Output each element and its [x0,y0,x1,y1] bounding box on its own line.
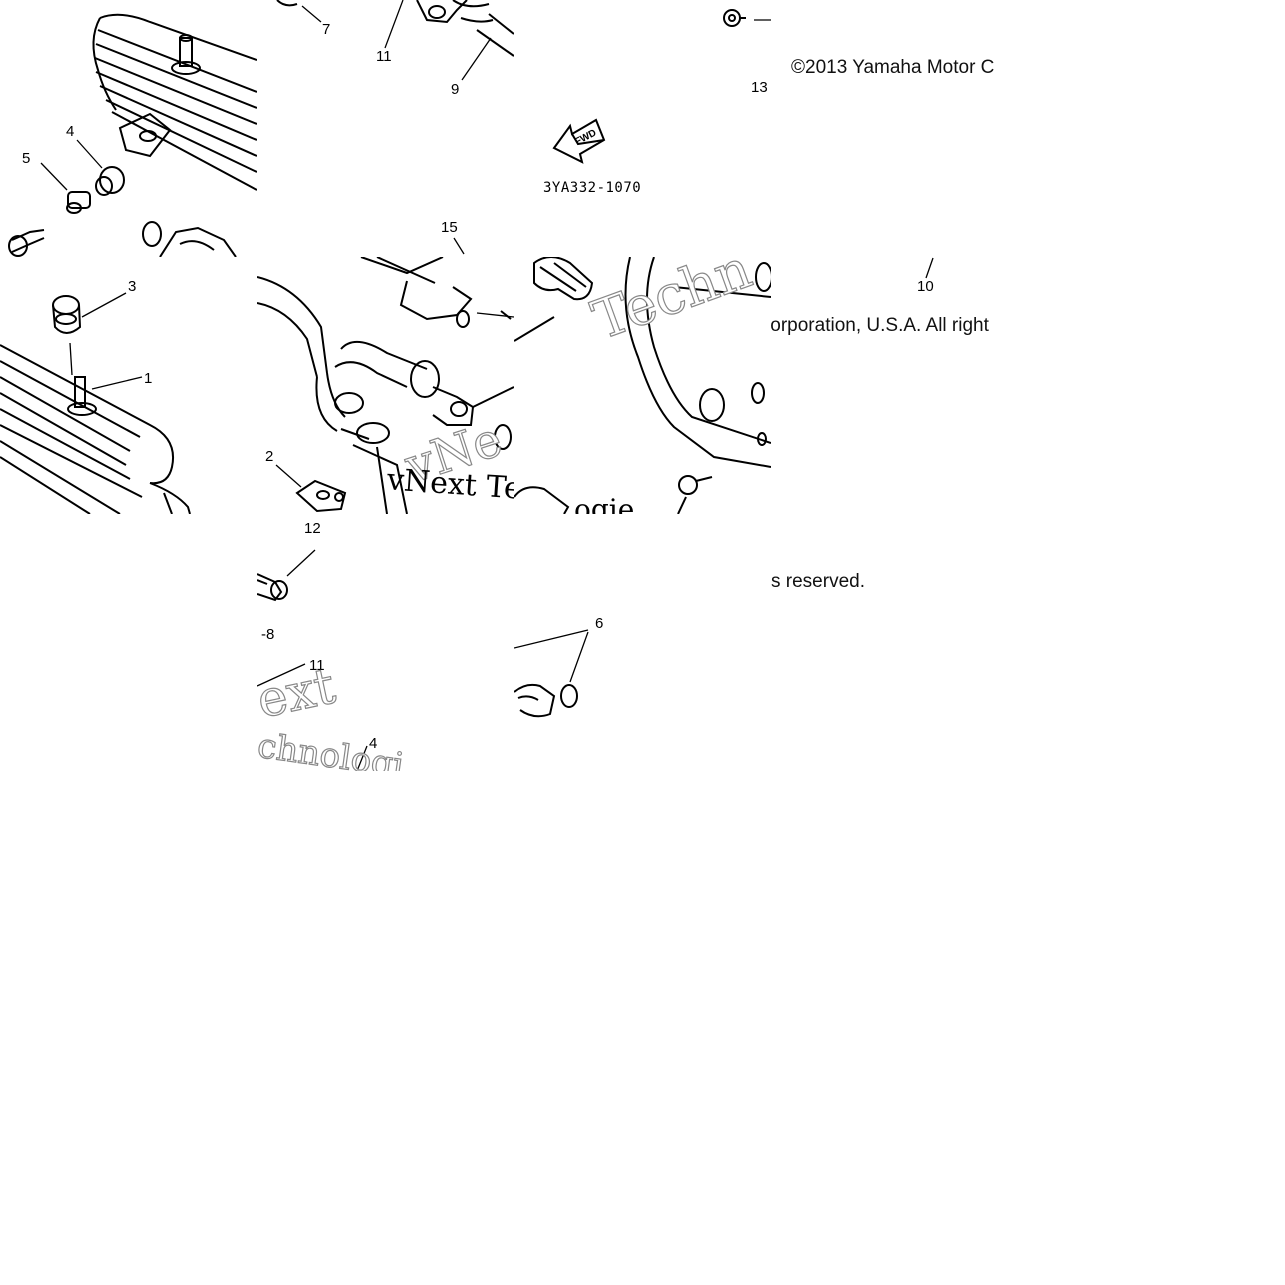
o-ring-drawing [514,629,589,718]
callout-10: 10 [917,278,934,295]
diagram-tile-center-left: 2 vNe vNext Te [257,257,514,514]
hose-fitting-drawing [276,0,514,81]
callout-15-leader [453,237,465,255]
copyright-line-1: ©2013 Yamaha Motor C [791,57,995,78]
callout-9: 9 [451,81,460,98]
callout-11-lower: 11 [309,657,325,674]
diagram-tile-top-left: 4 5 [0,0,257,257]
callout-6: 6 [595,615,604,632]
fwd-arrow-drawing: FWD [552,9,771,164]
callout-7: 7 [322,21,331,38]
diagram-tile-top-middle-left: 7 11 9 [257,0,514,257]
diagram-tile-right-column: ©2013 Yamaha Motor C 10 :orporation, U.S… [771,0,1029,771]
callout-13: 13 [751,79,768,96]
oil-hose-drawing [257,257,514,514]
callout-4-lower: 4 [369,735,378,752]
callout-2: 2 [265,448,274,465]
callout-5: 5 [22,150,31,167]
part-code: 3YA332-1070 [543,180,642,196]
callout-1: 1 [144,370,153,387]
bolt-drawing [257,549,368,771]
copyright-line-2: :orporation, U.S.A. All right [771,315,989,336]
callout-10-leader [925,257,934,279]
callout-4: 4 [66,123,75,140]
diagram-tile-top-middle-right: FWD 13 3YA332-1070 [514,0,771,257]
callout-12: 12 [304,520,321,537]
callout-11: 11 [376,48,392,65]
diagram-tile-center-right: Techn ogie [514,257,771,514]
copyright-line-3: s reserved. [771,571,865,592]
diagram-tile-middle-left: 3 1 [0,257,257,514]
diagram-tile-bottom-right: 6 [514,514,771,771]
callout-15: 15 [441,219,458,236]
oil-cooler-lower-drawing [0,292,191,514]
callout-8: -8 [261,626,275,643]
oil-cooler-upper-drawing [8,13,257,257]
clamp-cover-drawing [514,257,771,514]
callout-3: 3 [128,278,137,295]
diagram-tile-bottom-left: 12 -8 11 4 ext chnologi [257,514,514,771]
